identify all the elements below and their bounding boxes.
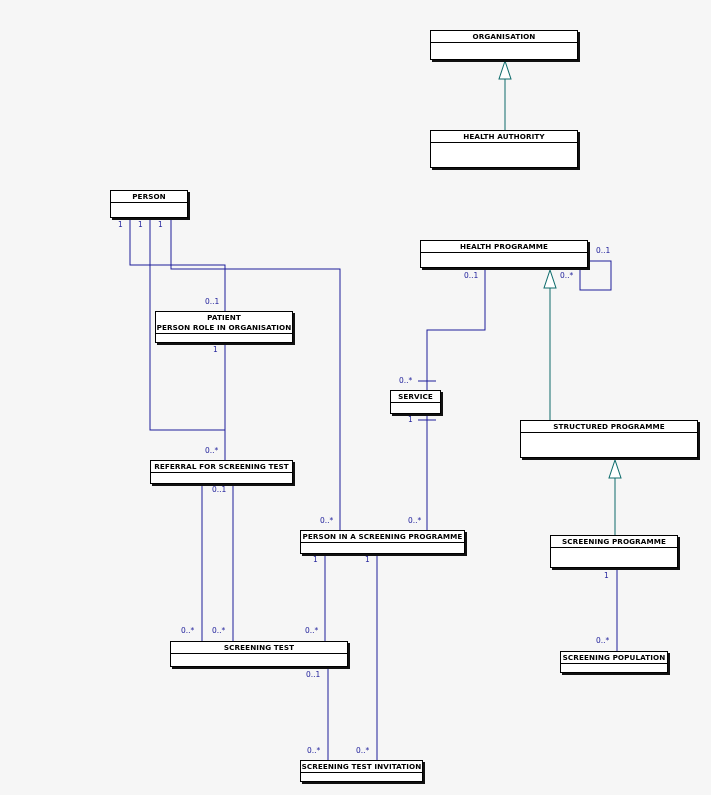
assoc-health-programme-self (579, 260, 612, 291)
class-name: PERSON IN A SCREENING PROGRAMME (301, 532, 464, 543)
assoc-person-patient (129, 219, 226, 311)
generalization-arrowhead (543, 268, 557, 289)
multiplicity-label: 0..* (356, 746, 370, 755)
class-referral-for-screening-test[interactable]: REFERRAL FOR SCREENING TEST (150, 460, 293, 484)
class-screening-test[interactable]: SCREENING TEST (170, 641, 348, 667)
multiplicity-label: 0..* (307, 746, 321, 755)
multiplicity-label: 0..* (560, 271, 574, 280)
multiplicity-label: 0..1 (306, 670, 321, 679)
multiplicity-label: 1 (138, 220, 143, 229)
class-name: STRUCTURED PROGRAMME (521, 421, 697, 433)
multiplicity-label: 0..1 (212, 485, 227, 494)
generalization-structured-health-programme (543, 268, 557, 420)
class-structured-programme[interactable]: STRUCTURED PROGRAMME (520, 420, 698, 458)
assoc-person-pisp (170, 219, 341, 530)
class-screening-test-invitation[interactable]: SCREENING TEST INVITATION (300, 760, 423, 782)
class-organisation[interactable]: ORGANISATION (430, 30, 578, 60)
multiplicity-label: 1 (213, 345, 218, 354)
multiplicity-label: 0..1 (596, 246, 611, 255)
class-health-authority[interactable]: HEALTH AUTHORITY (430, 130, 578, 168)
class-health-programme[interactable]: HEALTH PROGRAMME (420, 240, 588, 268)
multiplicity-label: 0..1 (205, 297, 220, 306)
multiplicity-label: 0..* (212, 626, 226, 635)
class-screening-programme[interactable]: SCREENING PROGRAMME (550, 535, 678, 568)
multiplicity-label: 0..* (305, 626, 319, 635)
class-screening-population[interactable]: SCREENING POPULATION (560, 651, 668, 673)
multiplicity-label: 0..* (181, 626, 195, 635)
class-person-in-a-screening-programme[interactable]: PERSON IN A SCREENING PROGRAMME (300, 530, 465, 554)
class-patient[interactable]: PATIENT PERSON ROLE IN ORGANISATION (155, 311, 293, 343)
class-name: HEALTH PROGRAMME (421, 241, 587, 253)
class-name: SCREENING TEST INVITATION (301, 762, 422, 773)
class-name: ORGANISATION (431, 31, 577, 43)
generalization-health-authority-organisation (498, 59, 512, 130)
multiplicity-label: 1 (365, 555, 370, 564)
class-name: SCREENING POPULATION (561, 653, 667, 664)
multiplicity-label: 0..1 (464, 271, 479, 280)
class-name: SCREENING TEST (171, 642, 347, 654)
class-service[interactable]: SERVICE (390, 390, 441, 414)
generalization-screening-structured-programme (608, 458, 622, 535)
class-name: PERSON (111, 191, 187, 203)
class-name: HEALTH AUTHORITY (431, 131, 577, 143)
multiplicity-label: 0..* (399, 376, 413, 385)
multiplicity-label: 1 (158, 220, 163, 229)
class-name: SCREENING PROGRAMME (551, 536, 677, 548)
multiplicity-label: 1 (313, 555, 318, 564)
multiplicity-label: 1 (408, 415, 413, 424)
multiplicity-label: 1 (604, 571, 609, 580)
class-person[interactable]: PERSON (110, 190, 188, 218)
class-name: SERVICE (391, 391, 440, 403)
multiplicity-label: 0..* (205, 446, 219, 455)
class-name-line1: PATIENT (207, 313, 241, 322)
class-name: PATIENT PERSON ROLE IN ORGANISATION (156, 312, 292, 334)
multiplicity-label: 0..* (408, 516, 422, 525)
generalization-arrowhead (498, 59, 512, 80)
generalization-arrowhead (608, 458, 622, 479)
multiplicity-label: 0..* (320, 516, 334, 525)
class-name: REFERRAL FOR SCREENING TEST (151, 461, 292, 473)
class-name-line2: PERSON ROLE IN ORGANISATION (156, 322, 292, 332)
assoc-health-programme-service (426, 269, 486, 390)
multiplicity-label: 1 (118, 220, 123, 229)
multiplicity-label: 0..* (596, 636, 610, 645)
